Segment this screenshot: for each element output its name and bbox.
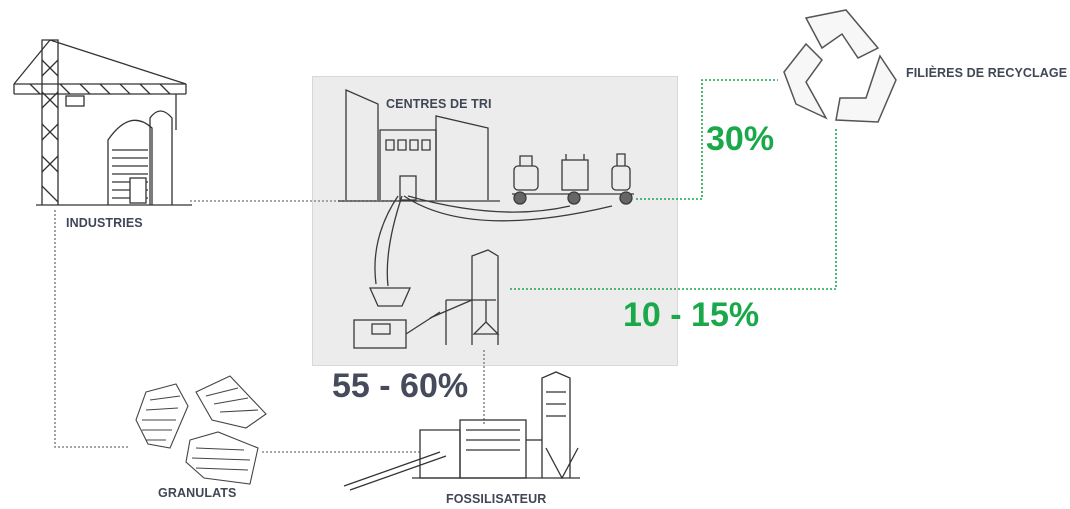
recyclage-percentage: 30%	[706, 120, 774, 159]
fossilisateur-percentage: 55 - 60%	[332, 367, 468, 406]
fossilisateur-label: FOSSILISATEUR	[446, 492, 546, 506]
industries-label: INDUSTRIES	[66, 216, 143, 230]
recycle-icon	[784, 10, 896, 122]
centres-de-tri-label: CENTRES DE TRI	[386, 97, 492, 111]
granulats-label: GRANULATS	[158, 486, 236, 500]
centres-de-tri-illustration	[338, 90, 634, 348]
granulats-illustration	[136, 376, 266, 484]
fossilisateur-to-recyclage-percentage: 10 - 15%	[623, 296, 759, 335]
filieres-recyclage-label: FILIÈRES DE RECYCLAGE	[906, 66, 1067, 80]
industries-illustration	[14, 40, 192, 205]
connector-industries-to-granulats	[55, 210, 128, 447]
